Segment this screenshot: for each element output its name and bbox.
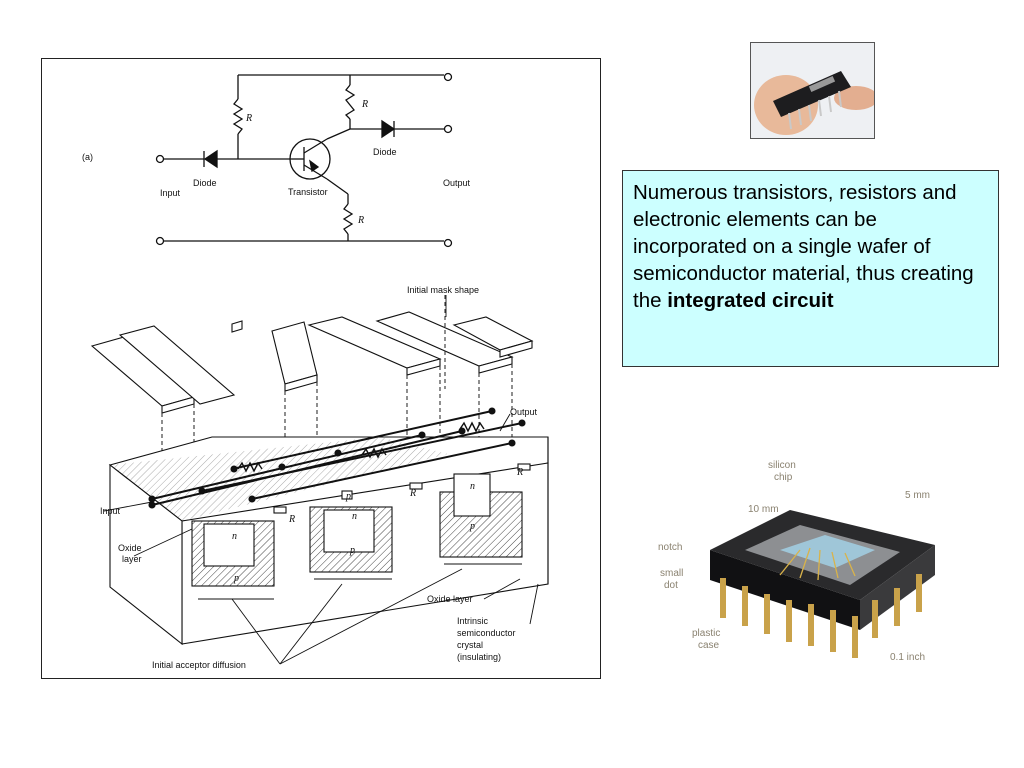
ic-5mm-label: 5 mm: [905, 490, 930, 501]
circuit-output-label: Output: [443, 178, 471, 188]
diode-label-right: Diode: [373, 147, 397, 157]
caption-box: Numerous transistors, resistors and elec…: [622, 170, 999, 367]
circuit-schematic: [155, 72, 453, 248]
ic-plastic-label: plastic: [692, 628, 720, 639]
well-n-2: n: [352, 511, 357, 522]
intrinsic-label-2: semiconductor: [457, 628, 516, 638]
intrinsic-label-4: (insulating): [457, 652, 501, 662]
ic-10mm-label: 10 mm: [748, 504, 779, 515]
resistor-label-top: R: [361, 99, 368, 110]
diagram-svg: (a) R R R Diode Diode Transistor Input O…: [82, 72, 549, 670]
intrinsic-label-3: crystal: [457, 640, 483, 650]
well-p-4: p: [469, 521, 475, 532]
ic-case-label: case: [698, 640, 720, 651]
well-n-3: n: [470, 481, 475, 492]
ic-cutaway-image: silicon chip 10 mm 5 mm notch small dot …: [650, 450, 965, 685]
ic-dot-label: dot: [664, 580, 678, 591]
circuit-input-label: Input: [160, 188, 181, 198]
caption-text: Numerous transistors, resistors and elec…: [633, 181, 974, 312]
mask-shape-label: Initial mask shape: [407, 285, 479, 295]
ic-chip-label: chip: [774, 472, 793, 483]
oxide-label-2: layer: [122, 554, 142, 564]
oxide-layer-label: Oxide layer: [427, 594, 473, 604]
ic-inch-label: 0.1 inch: [890, 652, 925, 663]
diode-label-left: Diode: [193, 178, 217, 188]
intrinsic-label-1: Intrinsic: [457, 616, 489, 626]
ic-notch-label: notch: [658, 542, 682, 553]
acceptor-diffusion-label: Initial acceptor diffusion: [152, 660, 246, 670]
resistor-label-left: R: [245, 113, 252, 124]
oxide-label-1: Oxide: [118, 543, 142, 553]
circuit-label-a: (a): [82, 152, 93, 162]
mask-strips: [90, 311, 534, 414]
structure-output-label: Output: [510, 407, 538, 417]
pad-r-3: R: [516, 467, 523, 478]
resistor-label-bottom: R: [357, 215, 364, 226]
chip-structure: [90, 295, 549, 665]
well-n-1: n: [232, 531, 237, 542]
ic-fabrication-diagram: (a) R R R Diode Diode Transistor Input O…: [41, 58, 601, 679]
chip-in-hand-photo: [750, 42, 875, 139]
transistor-label: Transistor: [288, 187, 328, 197]
contact-dots: [148, 407, 526, 509]
ic-small-label: small: [660, 568, 683, 579]
wells: [191, 473, 523, 587]
well-p-3: p: [345, 491, 351, 502]
pad-r-1: R: [288, 514, 295, 525]
ic-silicon-label: silicon: [768, 460, 796, 471]
pad-r-2: R: [409, 488, 416, 499]
structure-input-label: Input: [100, 506, 121, 516]
well-p-2: p: [349, 545, 355, 556]
caption-bold-term: integrated circuit: [667, 289, 834, 312]
well-p-1: p: [233, 573, 239, 584]
